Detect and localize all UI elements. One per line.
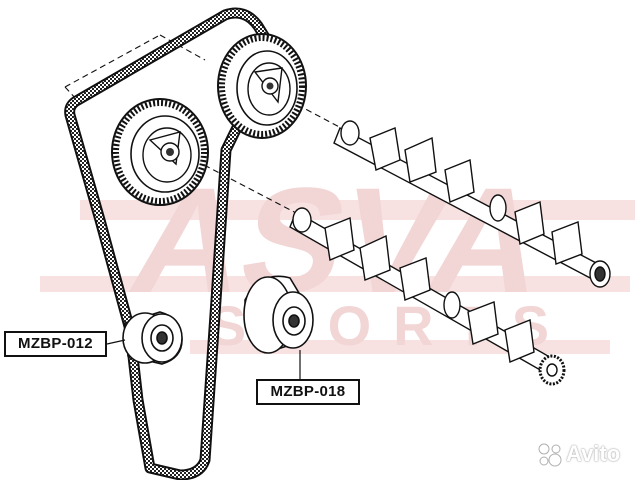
leader-lines xyxy=(106,339,301,379)
lower-cam-sprocket xyxy=(111,98,209,206)
avito-watermark-text: Avito xyxy=(566,441,621,466)
four-dots-icon xyxy=(538,443,562,467)
tensioner-idler xyxy=(122,311,183,365)
part-label-tensioner: MZBP-012 xyxy=(4,331,107,357)
upper-cam-sprocket xyxy=(217,33,307,139)
timing-belt xyxy=(64,7,280,480)
part-label-pulley: MZBP-018 xyxy=(256,379,360,405)
upper-camshaft xyxy=(333,120,611,288)
belt-pulley xyxy=(243,275,314,354)
avito-watermark: Avito xyxy=(536,440,636,470)
lower-camshaft xyxy=(289,207,566,386)
